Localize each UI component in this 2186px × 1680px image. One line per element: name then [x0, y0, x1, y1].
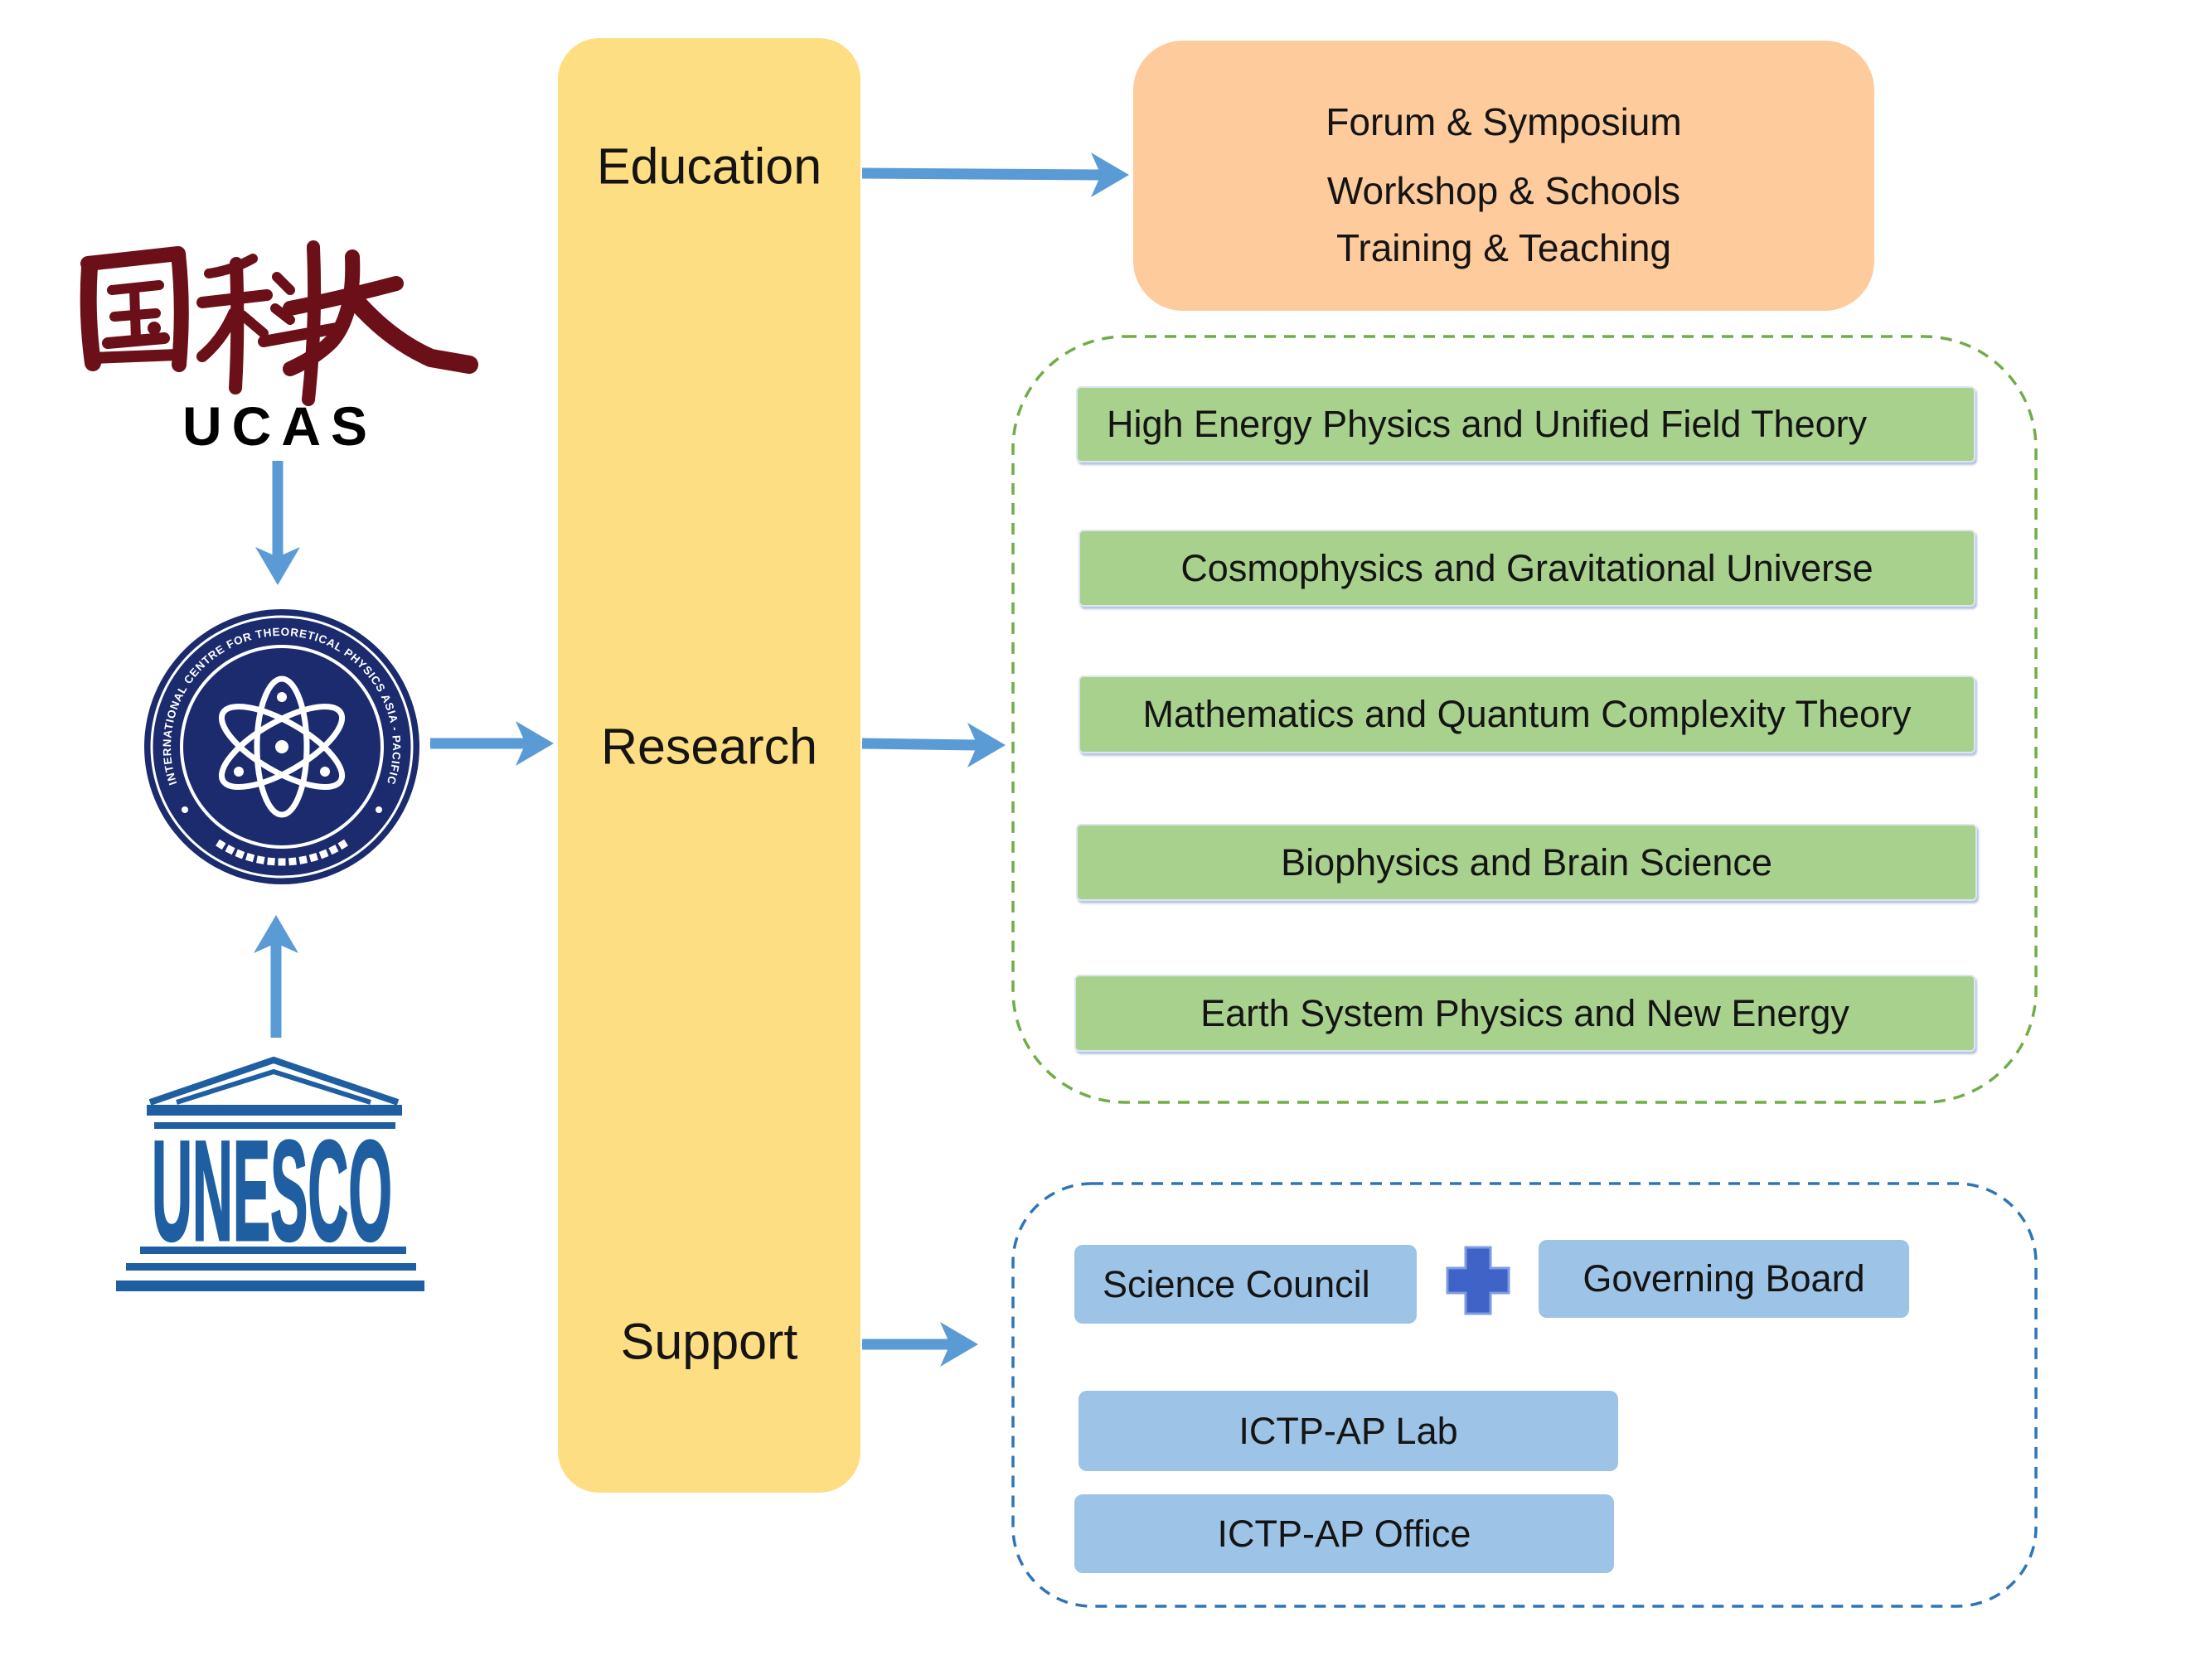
- education-item: Workshop & Schools: [1326, 169, 1681, 212]
- ucas-brush-stroke: [196, 307, 240, 362]
- ictp-orbit-dot: [320, 767, 330, 777]
- research-division-box: Earth System Physics and New Energy: [1074, 975, 1975, 1052]
- science-council-box: Science Council: [1074, 1245, 1417, 1324]
- education-programs-box: Forum & Symposium Workshop & Schools Tra…: [1133, 41, 1874, 311]
- pillar-label-support: Support: [620, 1313, 798, 1370]
- arrow-research-to-divisions: [861, 723, 1006, 767]
- ucas-brush-stroke: [283, 249, 361, 376]
- ictp-ring-cn-mark: [298, 855, 308, 864]
- arrow-unesco-to-ictp-ap: [254, 915, 298, 1038]
- ictp-ap-lab-box: ICTP-AP Lab: [1078, 1391, 1618, 1471]
- ictp-ring-cn-mark: [278, 858, 286, 866]
- unesco-entablature: [147, 1105, 402, 1116]
- ictp-ap-lab-label: ICTP-AP Lab: [1238, 1409, 1458, 1452]
- pillar-label-research: Research: [600, 718, 818, 775]
- ucas-brush-stroke: [87, 349, 183, 364]
- ictp-orbit-dot: [275, 740, 288, 753]
- ucas-brush-stroke: [129, 283, 141, 345]
- ictp-ring-cn-mark: [318, 849, 329, 859]
- ictp-ring-cn-mark: [245, 853, 255, 863]
- unesco-step: [126, 1263, 416, 1271]
- ucas-brush-stroke: [258, 322, 342, 347]
- research-division-label: High Energy Physics and Unified Field Th…: [1107, 403, 1868, 445]
- research-division-label: Mathematics and Quantum Complexity Theor…: [1142, 693, 1912, 735]
- ucas-wordmark: UCAS: [182, 395, 367, 457]
- ictp-ring-cn-mark: [225, 845, 235, 855]
- plus-icon: [1446, 1246, 1510, 1315]
- ictp-orbit-dot: [234, 767, 244, 777]
- arrow-ucas-to-ictp-ap: [255, 461, 300, 585]
- arrow-education-to-programs: [861, 153, 1129, 197]
- ucas-brush-stroke: [80, 259, 101, 371]
- research-division-box: Biophysics and Brain Science: [1076, 824, 1977, 901]
- ictp-ring-cn-mark: [235, 849, 245, 859]
- arrow-ictp-ap-to-pillar: [430, 721, 554, 766]
- governing-board-box: Governing Board: [1539, 1240, 1909, 1318]
- education-item: Training & Teaching: [1335, 226, 1672, 269]
- ucas-brush-stroke: [302, 240, 322, 406]
- pillar-column: Education Research Support: [558, 38, 860, 1493]
- ictp-ring-cn-mark: [308, 853, 318, 863]
- unesco-logo: UNESCO: [116, 1056, 424, 1291]
- ictp-ring-cn-mark: [328, 845, 339, 855]
- ucas-brush-stroke: [283, 276, 404, 316]
- research-group-frame: [1011, 335, 2038, 1104]
- ictp-orbit: [218, 703, 346, 791]
- research-division-box: Cosmophysics and Gravitational Universe: [1078, 530, 1975, 607]
- ictp-outer-ring: [150, 615, 414, 879]
- ictp-inner-ring: [180, 645, 384, 849]
- ucas-brush-stroke: [229, 257, 245, 395]
- ucas-brush-stroke: [270, 303, 295, 325]
- pillar-label-education: Education: [596, 138, 822, 195]
- ictp-ring-cn-mark: [288, 857, 297, 866]
- unesco-roof-inner: [176, 1068, 371, 1105]
- ucas-calligraphy: [80, 240, 478, 406]
- arrow-support-to-structure: [862, 1322, 978, 1367]
- unesco-frieze: [154, 1122, 395, 1129]
- ictp-ap-office-box: ICTP-AP Office: [1074, 1494, 1614, 1573]
- unesco-step: [140, 1247, 406, 1254]
- ictp-ap-office-label: ICTP-AP Office: [1217, 1512, 1471, 1555]
- ictp-ring-cn-mark: [337, 839, 348, 850]
- ictp-orbit: [218, 703, 346, 791]
- ictp-ring-separator-dot: [182, 806, 188, 813]
- research-division-box: Mathematics and Quantum Complexity Theor…: [1078, 675, 1975, 753]
- ictp-orbit: [254, 675, 310, 818]
- unesco-wordmark: UNESCO: [152, 1111, 392, 1271]
- ucas-brush-stroke: [272, 272, 295, 295]
- science-council-label: Science Council: [1103, 1262, 1370, 1305]
- research-division-label: Biophysics and Brain Science: [1281, 840, 1772, 884]
- research-division-label: Cosmophysics and Gravitational Universe: [1180, 546, 1873, 589]
- ictp-ap-logo: INTERNATIONAL CENTRE FOR THEORETICAL PHY…: [144, 609, 419, 884]
- research-division-box: High Energy Physics and Unified Field Th…: [1076, 386, 1975, 462]
- support-group-frame: [1011, 1182, 2038, 1608]
- ictp-ring-cn-lettering: [216, 839, 348, 866]
- governing-board-label: Governing Board: [1583, 1257, 1865, 1300]
- ictp-ring-cn-mark: [216, 839, 226, 850]
- ictp-ring-cn-mark: [256, 855, 265, 864]
- ictp-orbit-emblem: [218, 675, 346, 818]
- ictp-ring-cn-mark: [267, 857, 275, 866]
- ictp-ring-separator-dot: [376, 806, 382, 813]
- ucas-brush-dot: [148, 322, 161, 335]
- ucas-brush-stroke: [346, 291, 478, 374]
- ictp-orbit-dot: [277, 692, 287, 702]
- education-item: Forum & Symposium: [1326, 100, 1682, 143]
- unesco-step: [116, 1281, 424, 1291]
- unesco-roof-outer: [148, 1056, 400, 1106]
- ucas-brush-stroke: [237, 310, 269, 338]
- research-division-label: Earth System Physics and New Energy: [1200, 991, 1849, 1034]
- ucas-logo: UCAS: [80, 240, 478, 457]
